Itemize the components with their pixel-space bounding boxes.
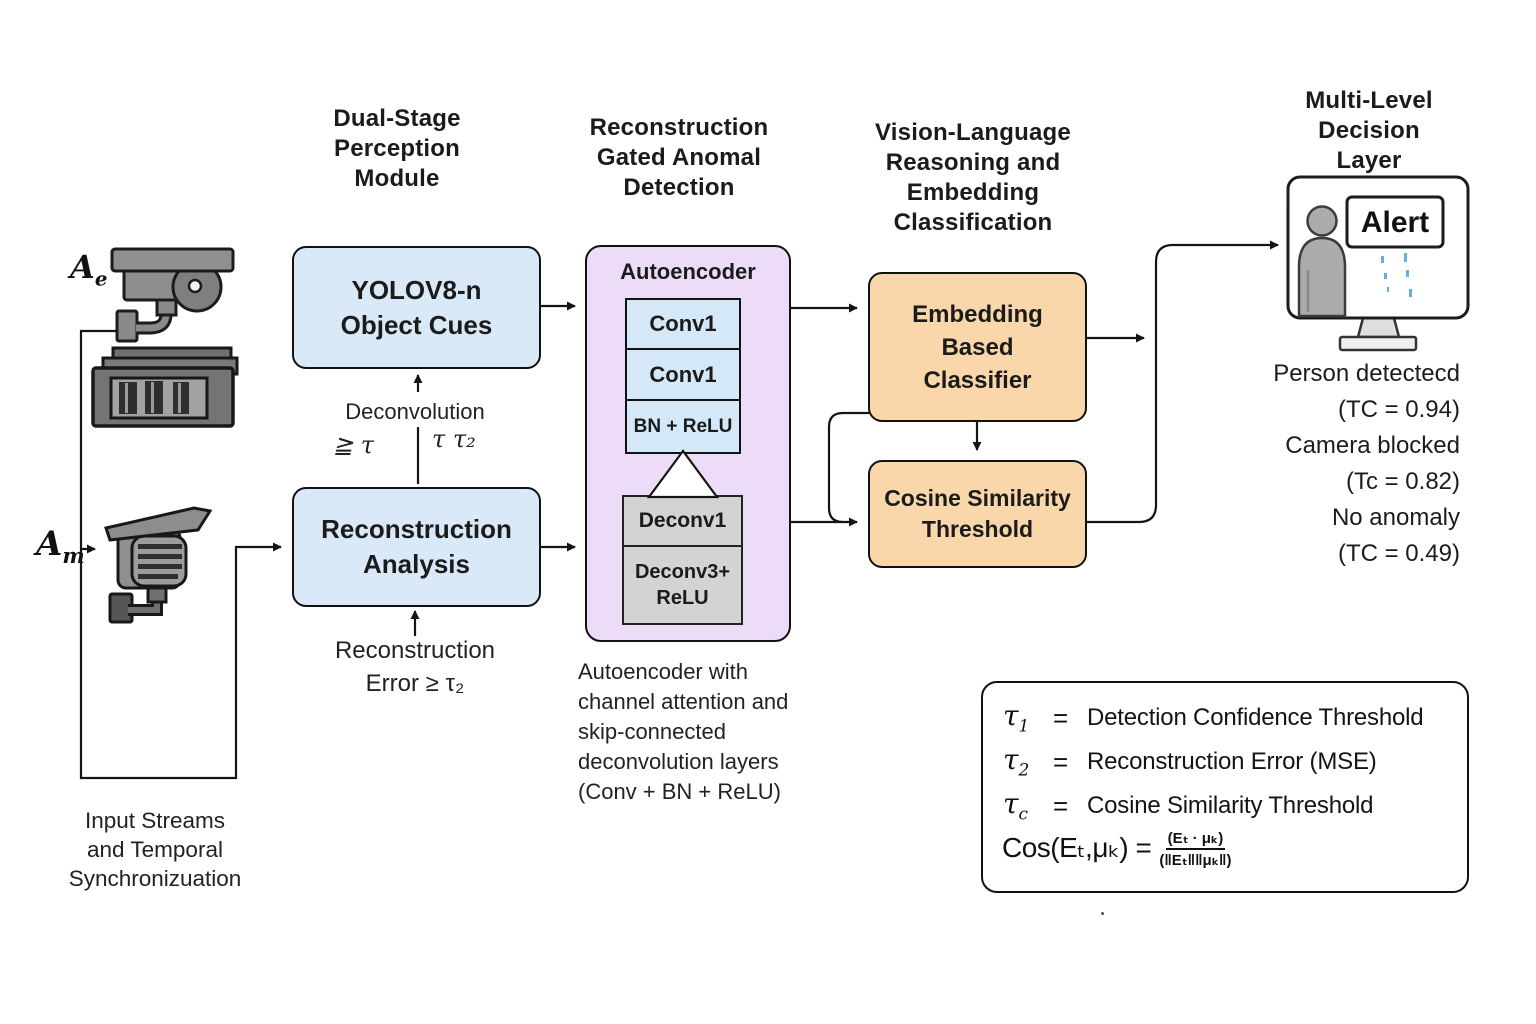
screen-specks: [1381, 253, 1412, 297]
header-perception-module: Dual-Stage Perception Module: [333, 105, 461, 192]
alert-popup: [1345, 195, 1445, 249]
decoder-cell-deconv1: Deconv1: [622, 495, 743, 547]
stream-label-am-base: A: [36, 524, 63, 564]
encoder-cell-bn-relu: BN + ReLU: [625, 399, 741, 454]
header-decision-layer: Multi-Level Decision Layer: [1305, 87, 1433, 174]
threshold-right-label: τ τ₂: [432, 425, 476, 453]
header-reconstruction-gated: Reconstruction Gated Anomal Detection: [589, 114, 769, 201]
autoencoder-caption: Autoencoder with channel attention and s…: [578, 659, 789, 804]
result-score: (Tc = 0.82): [1345, 468, 1460, 495]
legend-row-tau1: τ1 = Detection Confidence Threshold: [1003, 699, 1424, 737]
tau1-symbol: τ1: [1003, 699, 1030, 737]
result-score: (TC = 0.49): [1337, 540, 1460, 567]
video-frames-icon: [91, 346, 239, 428]
dome-camera-icon: [110, 247, 235, 343]
reconstruction-error-label: Reconstruction Error ≥ τ₂: [334, 637, 496, 697]
legend-box: τ1 = Detection Confidence Threshold τ2 =…: [981, 681, 1469, 893]
threshold-left-label: ≧ τ: [333, 431, 375, 459]
tau1-definition: Detection Confidence Threshold: [1087, 704, 1424, 731]
tau2-symbol: τ2: [1003, 743, 1030, 781]
monitor-base: [1338, 335, 1418, 352]
cosine-formula-fraction: (Eₜ · μₖ) (‖Eₜ‖‖μₖ‖): [1159, 829, 1231, 869]
result-label: No anomaly: [1331, 504, 1460, 531]
deconvolution-label: Deconvolution: [345, 399, 485, 424]
encoder-stack: Conv1 Conv1 BN + ReLU: [625, 298, 741, 454]
cosine-formula-numerator: (Eₜ · μₖ): [1165, 829, 1226, 850]
embedding-classifier-box: Embedding Based Classifier: [868, 272, 1087, 422]
legend-row-tau2: τ2 = Reconstruction Error (MSE): [1003, 743, 1377, 781]
equals-sign: =: [1053, 790, 1069, 821]
tauc-symbol: τc: [1003, 787, 1029, 825]
stream-label-ae-sub: e: [94, 266, 108, 291]
tau2-definition: Reconstruction Error (MSE): [1087, 748, 1377, 775]
stream-label-am-sub: m: [62, 542, 85, 568]
person-body-icon: [1297, 236, 1347, 318]
decoder-cell-deconv3-relu: Deconv3+ ReLU: [622, 545, 743, 625]
stream-label-ae-base: A: [70, 248, 95, 286]
tauc-definition: Cosine Similarity Threshold: [1087, 792, 1374, 819]
embedding-classifier-label: Embedding Based Classifier: [912, 300, 1043, 394]
alert-label: Alert: [1361, 206, 1429, 239]
cosine-formula-lhs: Cos(Eₜ,μₖ) =: [1002, 831, 1152, 863]
legend-row-tauc: τc = Cosine Similarity Threshold: [1003, 787, 1374, 825]
result-label: Person detectecd: [1273, 360, 1460, 387]
yolo-object-cues-box: YOLOV8-n Object Cues: [292, 246, 541, 369]
decision-results: Person detectecd (TC = 0.94) Camera bloc…: [1232, 356, 1460, 572]
header-vision-language: Vision-Language Reasoning and Embedding …: [875, 119, 1071, 236]
reconstruction-analysis-box: Reconstruction Analysis: [292, 487, 541, 607]
equals-sign: =: [1053, 702, 1069, 733]
input-streams-caption: Input Streams and Temporal Synchronizuat…: [68, 808, 242, 891]
person-head-icon: [1306, 205, 1338, 237]
result-score: (TC = 0.94): [1337, 396, 1460, 423]
autoencoder-title: Autoencoder: [620, 259, 756, 284]
yolo-object-cues-label: YOLOV8-n Object Cues: [340, 274, 493, 340]
stray-dot: [1101, 912, 1104, 915]
cosine-threshold-box: Cosine Similarity Threshold: [868, 460, 1087, 568]
stream-label-am: Am: [36, 524, 85, 568]
encoder-cell-conv1b: Conv1: [625, 348, 741, 401]
cosine-formula-denominator: (‖Eₜ‖‖μₖ‖): [1159, 852, 1232, 869]
connector-embedding-loop-to-cosine: [827, 411, 869, 524]
monitor-alert-icon: Alert: [1286, 175, 1470, 352]
bullet-camera-icon: [104, 506, 213, 624]
cosine-formula: Cos(Eₜ,μₖ) = (Eₜ · μₖ) (‖Eₜ‖‖μₖ‖): [1002, 827, 1232, 869]
result-label: Camera blocked: [1285, 432, 1460, 459]
reconstruction-analysis-label: Reconstruction Analysis: [321, 514, 512, 579]
stream-label-ae: Ae: [70, 248, 107, 290]
equals-sign: =: [1053, 746, 1069, 777]
monitor-stand: [1356, 316, 1401, 339]
decoder-stack: Deconv1 Deconv3+ ReLU: [622, 495, 743, 625]
encoder-cell-conv1a: Conv1: [625, 298, 741, 350]
cosine-threshold-label: Cosine Similarity Threshold: [884, 485, 1071, 542]
